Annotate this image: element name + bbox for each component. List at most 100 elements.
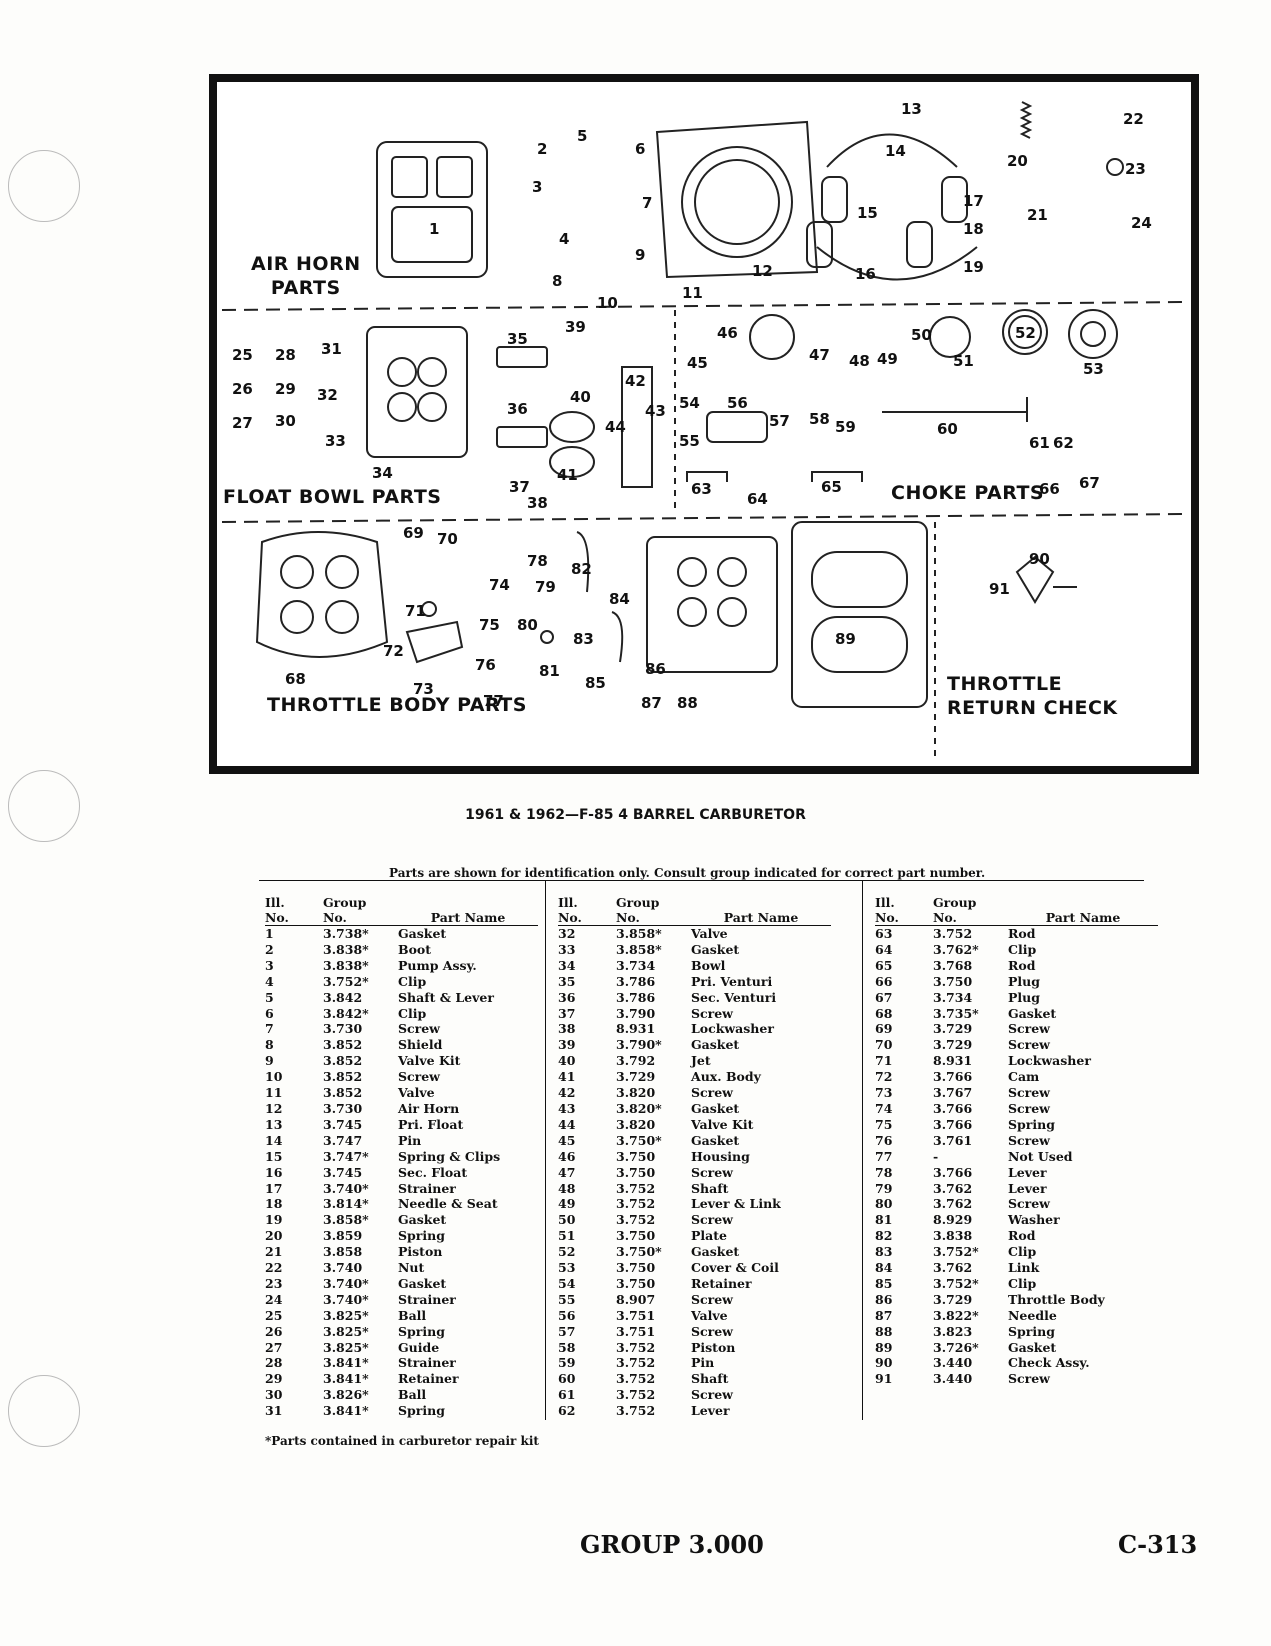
callout-79: 79: [535, 578, 556, 596]
ill-no: 18: [265, 1196, 283, 1212]
part-name: Washer: [1008, 1212, 1060, 1228]
ill-no: 41: [558, 1069, 576, 1085]
part-name: Spring & Clips: [398, 1148, 501, 1164]
group-no: 3.792: [616, 1053, 656, 1069]
ill-no: 86: [875, 1291, 893, 1307]
group-no: 3.740*: [323, 1291, 369, 1307]
group-no: 3.820*: [616, 1100, 662, 1116]
ill-no: 81: [875, 1212, 893, 1228]
callout-85: 85: [585, 674, 606, 692]
part-name: Needle: [1008, 1307, 1057, 1323]
column-divider: [545, 880, 546, 1420]
callout-41: 41: [557, 466, 578, 484]
group-no: 3.838*: [323, 941, 369, 957]
part-name: Lockwasher: [691, 1021, 774, 1037]
group-no: 3.751: [616, 1307, 656, 1323]
callout-80: 80: [517, 616, 538, 634]
ill-no: 43: [558, 1100, 576, 1116]
ill-no: 22: [265, 1260, 283, 1276]
ill-no: 38: [558, 1021, 576, 1037]
ill-no: 64: [875, 941, 893, 957]
group-no: 3.734: [616, 957, 656, 973]
binder-hole-top: [8, 150, 80, 222]
group-no: 3.750*: [616, 1244, 662, 1260]
callout-64: 64: [747, 490, 768, 508]
callout-14: 14: [885, 142, 906, 160]
ill-no: 39: [558, 1037, 576, 1053]
callout-45: 45: [687, 354, 708, 372]
group-no: 3.734: [933, 989, 973, 1005]
callout-59: 59: [835, 418, 856, 436]
ill-no: 2: [265, 941, 274, 957]
binder-hole-bottom: [8, 1375, 80, 1447]
part-name: Plug: [1008, 989, 1040, 1005]
callout-1: 1: [429, 220, 440, 238]
ill-no: 4: [265, 973, 274, 989]
ill-no: 45: [558, 1132, 576, 1148]
ill-no: 21: [265, 1244, 283, 1260]
footnote: *Parts contained in carburetor repair ki…: [265, 1434, 539, 1448]
group-no: 3.750*: [616, 1132, 662, 1148]
part-name: Lever & Link: [691, 1196, 781, 1212]
part-name: Sec. Float: [398, 1164, 468, 1180]
ill-no: 76: [875, 1132, 893, 1148]
group-no: 3.750: [616, 1275, 656, 1291]
callout-34: 34: [372, 464, 393, 482]
column-divider: [862, 880, 863, 1420]
group-no: 3.745: [323, 1164, 363, 1180]
group-no: 3.738*: [323, 926, 369, 941]
part-name: Spring: [398, 1228, 445, 1244]
ill-no: 50: [558, 1212, 576, 1228]
callout-38: 38: [527, 494, 548, 512]
ill-no: 57: [558, 1323, 576, 1339]
callout-18: 18: [963, 220, 984, 238]
part-name: Pri. Venturi: [691, 973, 773, 989]
part-name: Screw: [691, 1164, 733, 1180]
ill-no: 79: [875, 1180, 893, 1196]
part-name: Strainer: [398, 1180, 456, 1196]
part-name: Screw: [398, 1021, 440, 1037]
callout-86: 86: [645, 660, 666, 678]
callout-73: 73: [413, 680, 434, 698]
ill-no: 51: [558, 1228, 576, 1244]
group-no: -: [933, 1148, 939, 1164]
callout-9: 9: [635, 246, 646, 264]
group-no: 3.440: [933, 1355, 973, 1371]
ill-no: 61: [558, 1387, 576, 1403]
part-name: Gasket: [398, 1275, 447, 1291]
callout-24: 24: [1131, 214, 1152, 232]
float-bowl-shape: [366, 326, 468, 458]
throttle-body-shape: [646, 536, 778, 673]
callout-8: 8: [552, 272, 563, 290]
callout-90: 90: [1029, 550, 1050, 568]
valve-kit-shape: [621, 366, 653, 488]
part-name: Spring: [398, 1323, 445, 1339]
part-name: Shaft: [691, 1371, 729, 1387]
section-label-air-horn: AIR HORN PARTS: [251, 253, 361, 299]
part-name: Strainer: [398, 1291, 456, 1307]
check-assembly-shape: [1015, 555, 1055, 604]
ill-no: 8: [265, 1037, 274, 1053]
table-top-rule: [259, 880, 1144, 881]
group-no: 3.762*: [933, 941, 979, 957]
callout-27: 27: [232, 414, 253, 432]
ill-no: 25: [265, 1307, 283, 1323]
group-no: 3.750: [616, 1148, 656, 1164]
callout-2: 2: [537, 140, 548, 158]
part-name: Valve: [398, 1085, 435, 1101]
group-no: 3.762: [933, 1260, 973, 1276]
group-no: 3.858*: [616, 941, 662, 957]
ill-no: 91: [875, 1371, 893, 1387]
part-name: Spring: [1008, 1323, 1055, 1339]
